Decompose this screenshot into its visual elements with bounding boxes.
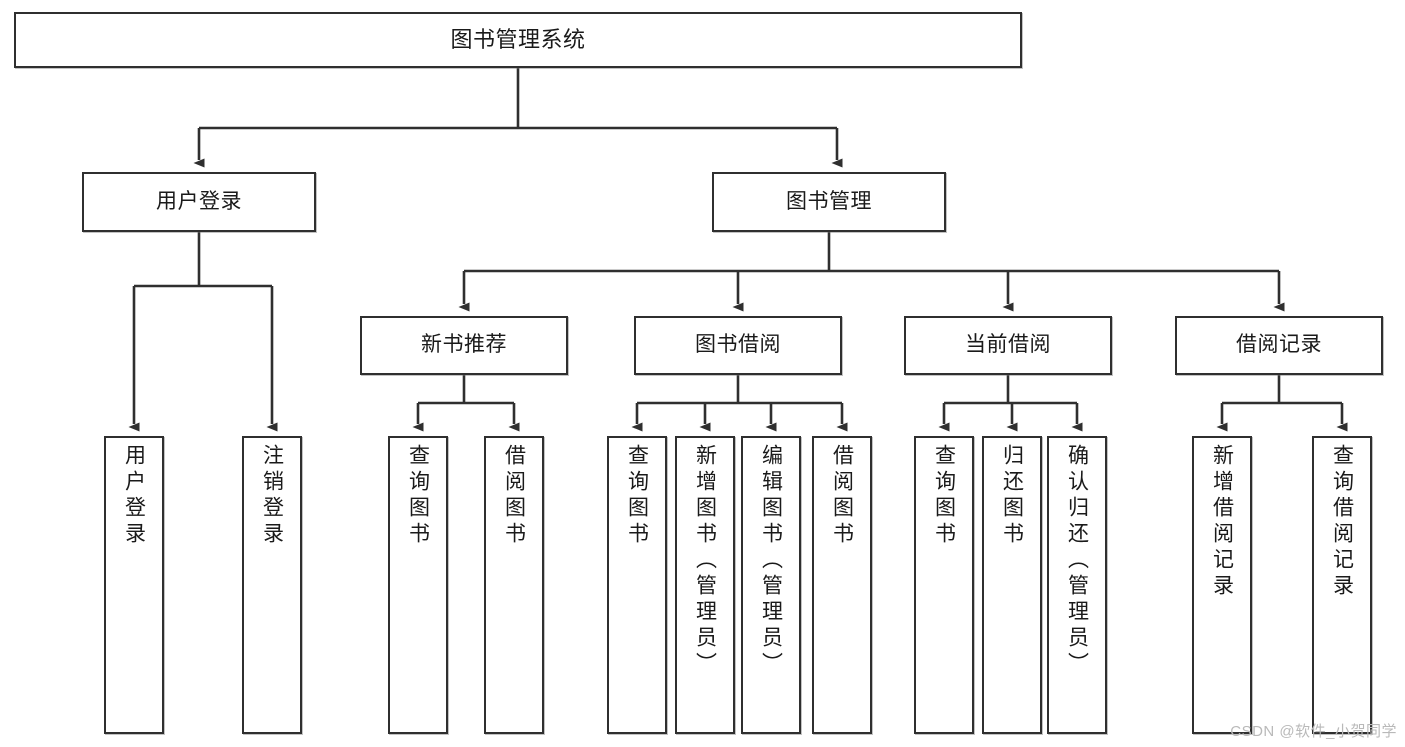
- node-borrow-record-label: 借阅记录: [1236, 333, 1322, 357]
- node-book-borrow-label: 图书借阅: [695, 333, 781, 357]
- node-leaf-logout-label: 注销登录: [260, 444, 284, 548]
- node-leaf-query-book-3[interactable]: 查询图书: [914, 436, 974, 734]
- node-leaf-query-book-2-label: 查询图书: [625, 444, 649, 548]
- node-leaf-query-record-label: 查询借阅记录: [1330, 444, 1354, 600]
- node-leaf-query-record[interactable]: 查询借阅记录: [1312, 436, 1372, 734]
- node-leaf-logout[interactable]: 注销登录: [242, 436, 302, 734]
- watermark: CSDN @软件_小贺同学: [1230, 723, 1397, 740]
- node-leaf-user-login[interactable]: 用户登录: [104, 436, 164, 734]
- node-leaf-return-book[interactable]: 归还图书: [982, 436, 1042, 734]
- node-current-borrow[interactable]: 当前借阅: [904, 316, 1112, 375]
- node-leaf-query-book-2[interactable]: 查询图书: [607, 436, 667, 734]
- node-leaf-borrow-book-1-label: 借阅图书: [502, 444, 526, 548]
- node-user-login-label: 用户登录: [156, 189, 242, 213]
- node-leaf-edit-book[interactable]: 编辑图书（管理员）: [741, 436, 801, 734]
- node-book-borrow[interactable]: 图书借阅: [634, 316, 842, 375]
- node-new-book-recommend-label: 新书推荐: [421, 333, 507, 357]
- node-root[interactable]: 图书管理系统: [14, 12, 1022, 68]
- node-book-manage[interactable]: 图书管理: [712, 172, 946, 232]
- node-leaf-add-record[interactable]: 新增借阅记录: [1192, 436, 1252, 734]
- node-leaf-add-book[interactable]: 新增图书（管理员）: [675, 436, 735, 734]
- node-leaf-add-book-label: 新增图书（管理员）: [693, 444, 717, 678]
- node-book-manage-label: 图书管理: [786, 189, 872, 213]
- node-user-login[interactable]: 用户登录: [82, 172, 316, 232]
- node-leaf-confirm-return-label: 确认归还（管理员）: [1065, 444, 1089, 678]
- node-leaf-query-book-1-label: 查询图书: [406, 444, 430, 548]
- node-new-book-recommend[interactable]: 新书推荐: [360, 316, 568, 375]
- node-leaf-user-login-label: 用户登录: [122, 444, 146, 548]
- node-leaf-query-book-3-label: 查询图书: [932, 444, 956, 548]
- node-leaf-query-book-1[interactable]: 查询图书: [388, 436, 448, 734]
- node-borrow-record[interactable]: 借阅记录: [1175, 316, 1383, 375]
- node-leaf-return-book-label: 归还图书: [1000, 444, 1024, 548]
- node-leaf-confirm-return[interactable]: 确认归还（管理员）: [1047, 436, 1107, 734]
- node-current-borrow-label: 当前借阅: [965, 333, 1051, 357]
- node-root-label: 图书管理系统: [450, 27, 586, 53]
- node-leaf-borrow-book-1[interactable]: 借阅图书: [484, 436, 544, 734]
- node-leaf-borrow-book-2[interactable]: 借阅图书: [812, 436, 872, 734]
- node-leaf-borrow-book-2-label: 借阅图书: [830, 444, 854, 548]
- node-leaf-edit-book-label: 编辑图书（管理员）: [759, 444, 783, 678]
- node-leaf-add-record-label: 新增借阅记录: [1210, 444, 1234, 600]
